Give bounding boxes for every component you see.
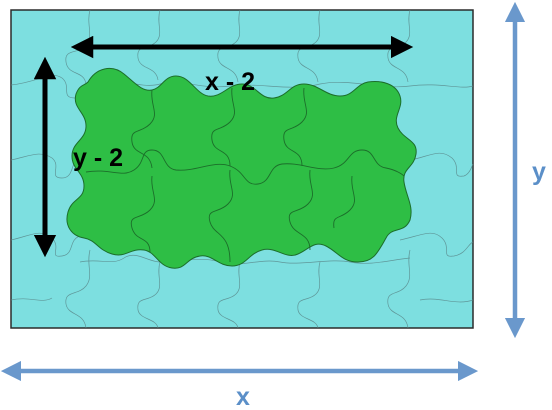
- inner-height-label: y - 2: [73, 144, 123, 172]
- outer-height-label: y: [532, 158, 546, 186]
- interior-piece-lines: [85, 87, 405, 263]
- interior-pieces: [66, 67, 417, 269]
- outer-width-label: x: [236, 383, 250, 410]
- inner-width-label: x - 2: [205, 68, 255, 96]
